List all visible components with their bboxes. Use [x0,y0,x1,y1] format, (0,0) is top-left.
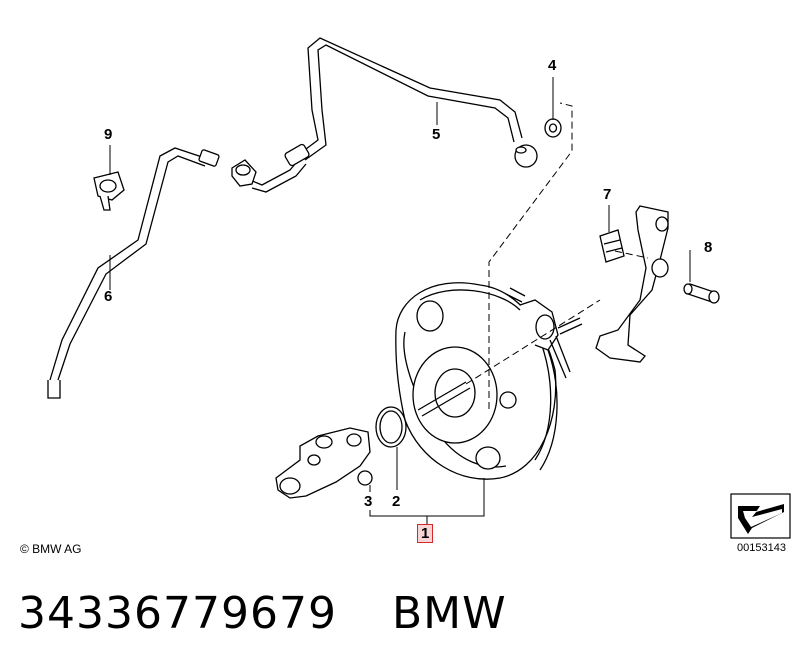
callout-1-highlighted: 1 [417,524,434,543]
line-5-fittings [231,143,538,187]
callout-2: 2 [392,493,401,510]
callout-5: 5 [432,126,441,143]
callout-4: 4 [548,57,557,74]
diagram-reference-number: 00153143 [737,542,786,554]
brake-line-5 [249,37,523,193]
master-cylinder [275,427,373,499]
callout-8: 8 [704,239,713,256]
callout-3: 3 [364,493,373,510]
orientation-arrow-icon [730,493,791,539]
callout-9: 9 [104,126,113,143]
leader-lines [109,77,691,524]
clip-9 [93,171,125,211]
pin-8 [683,283,720,304]
line-6-fitting [198,149,220,167]
o-ring-2 [375,406,407,448]
brake-booster-1 [395,282,583,480]
callout-7: 7 [603,186,612,203]
brake-line-6 [47,147,206,399]
pedal-bracket [595,205,669,363]
washer-4 [544,118,562,138]
callout-6: 6 [104,288,113,305]
brand-name: BMW [391,588,507,639]
part-number: 34336779679 [18,588,337,639]
clip-7 [599,229,625,263]
leader-lines-dashed [465,102,649,409]
part-caption: 34336779679 BMW [18,588,507,639]
copyright-notice: © BMW AG [20,542,82,556]
parts-diagram [47,37,791,539]
